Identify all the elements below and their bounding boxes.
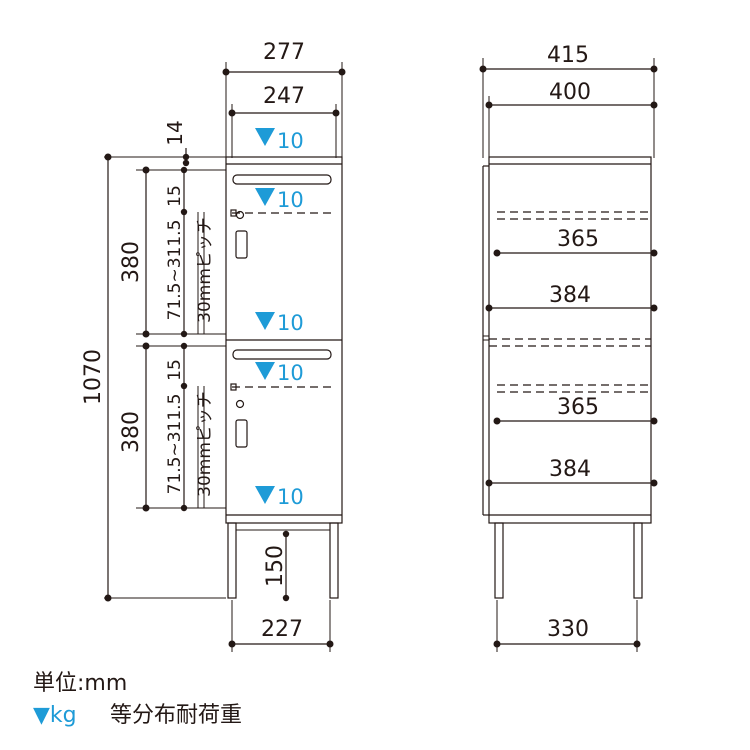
dim-front-width-outer: 277 bbox=[263, 40, 305, 65]
dim-upper-shelf-gap: 15 bbox=[165, 185, 185, 207]
legend: 単位:mm ▼kg 等分布耐荷重 bbox=[33, 671, 242, 728]
dim-side-bottom-upper: 384 bbox=[549, 283, 591, 308]
lower-pull-icon bbox=[235, 419, 248, 448]
dim-front-width-inner: 247 bbox=[263, 84, 305, 109]
dim-lower-shelf-range: 71.5~311.5 bbox=[165, 394, 185, 495]
dim-upper-section-height: 380 bbox=[119, 241, 144, 283]
load-marker-5: 10 bbox=[255, 485, 304, 509]
lower-lock-icon bbox=[235, 399, 245, 409]
load-marker-1: 10 bbox=[255, 128, 304, 153]
lower-handle bbox=[232, 349, 332, 360]
load-marker-4: 10 bbox=[255, 361, 304, 385]
dim-total-height: 1070 bbox=[81, 349, 106, 405]
upper-pull-icon bbox=[235, 230, 248, 259]
load-marker-3: 10 bbox=[255, 311, 304, 335]
dim-lower-pitch: 30mmピッチ bbox=[195, 391, 215, 497]
dim-side-depth-outer: 415 bbox=[547, 43, 589, 68]
svg-text:10: 10 bbox=[277, 311, 304, 335]
dim-top-thickness: 14 bbox=[163, 120, 187, 145]
dim-side-bottom-lower: 384 bbox=[549, 457, 591, 482]
svg-text:10: 10 bbox=[277, 485, 304, 509]
dim-upper-pitch: 30mmピッチ bbox=[195, 217, 215, 323]
dim-side-shelf-upper: 365 bbox=[557, 227, 599, 252]
load-marker-2: 10 bbox=[255, 188, 304, 212]
legend-load-marker: ▼kg bbox=[33, 703, 77, 728]
dim-lower-shelf-gap: 15 bbox=[165, 359, 185, 381]
side-view: 415 400 365 384 bbox=[479, 43, 658, 652]
dim-upper-shelf-range: 71.5~311.5 bbox=[165, 220, 185, 321]
dim-side-leg-span: 330 bbox=[547, 617, 589, 642]
dim-front-leg-span: 227 bbox=[261, 617, 303, 642]
svg-text:10: 10 bbox=[277, 188, 304, 212]
legend-unit: 単位:mm bbox=[33, 671, 127, 696]
upper-lock-icon bbox=[235, 210, 245, 220]
legend-load-desc: 等分布耐荷重 bbox=[110, 703, 242, 728]
svg-text:10: 10 bbox=[277, 129, 304, 153]
dim-lower-section-height: 380 bbox=[119, 411, 144, 453]
dim-leg-height: 150 bbox=[263, 545, 288, 587]
dim-side-shelf-lower: 365 bbox=[557, 395, 599, 420]
upper-handle bbox=[232, 174, 332, 185]
dim-side-depth-inner: 400 bbox=[549, 80, 591, 105]
front-view: 277 247 14 1070 380 15 71.5~311.5 bbox=[81, 40, 346, 652]
svg-text:10: 10 bbox=[277, 361, 304, 385]
